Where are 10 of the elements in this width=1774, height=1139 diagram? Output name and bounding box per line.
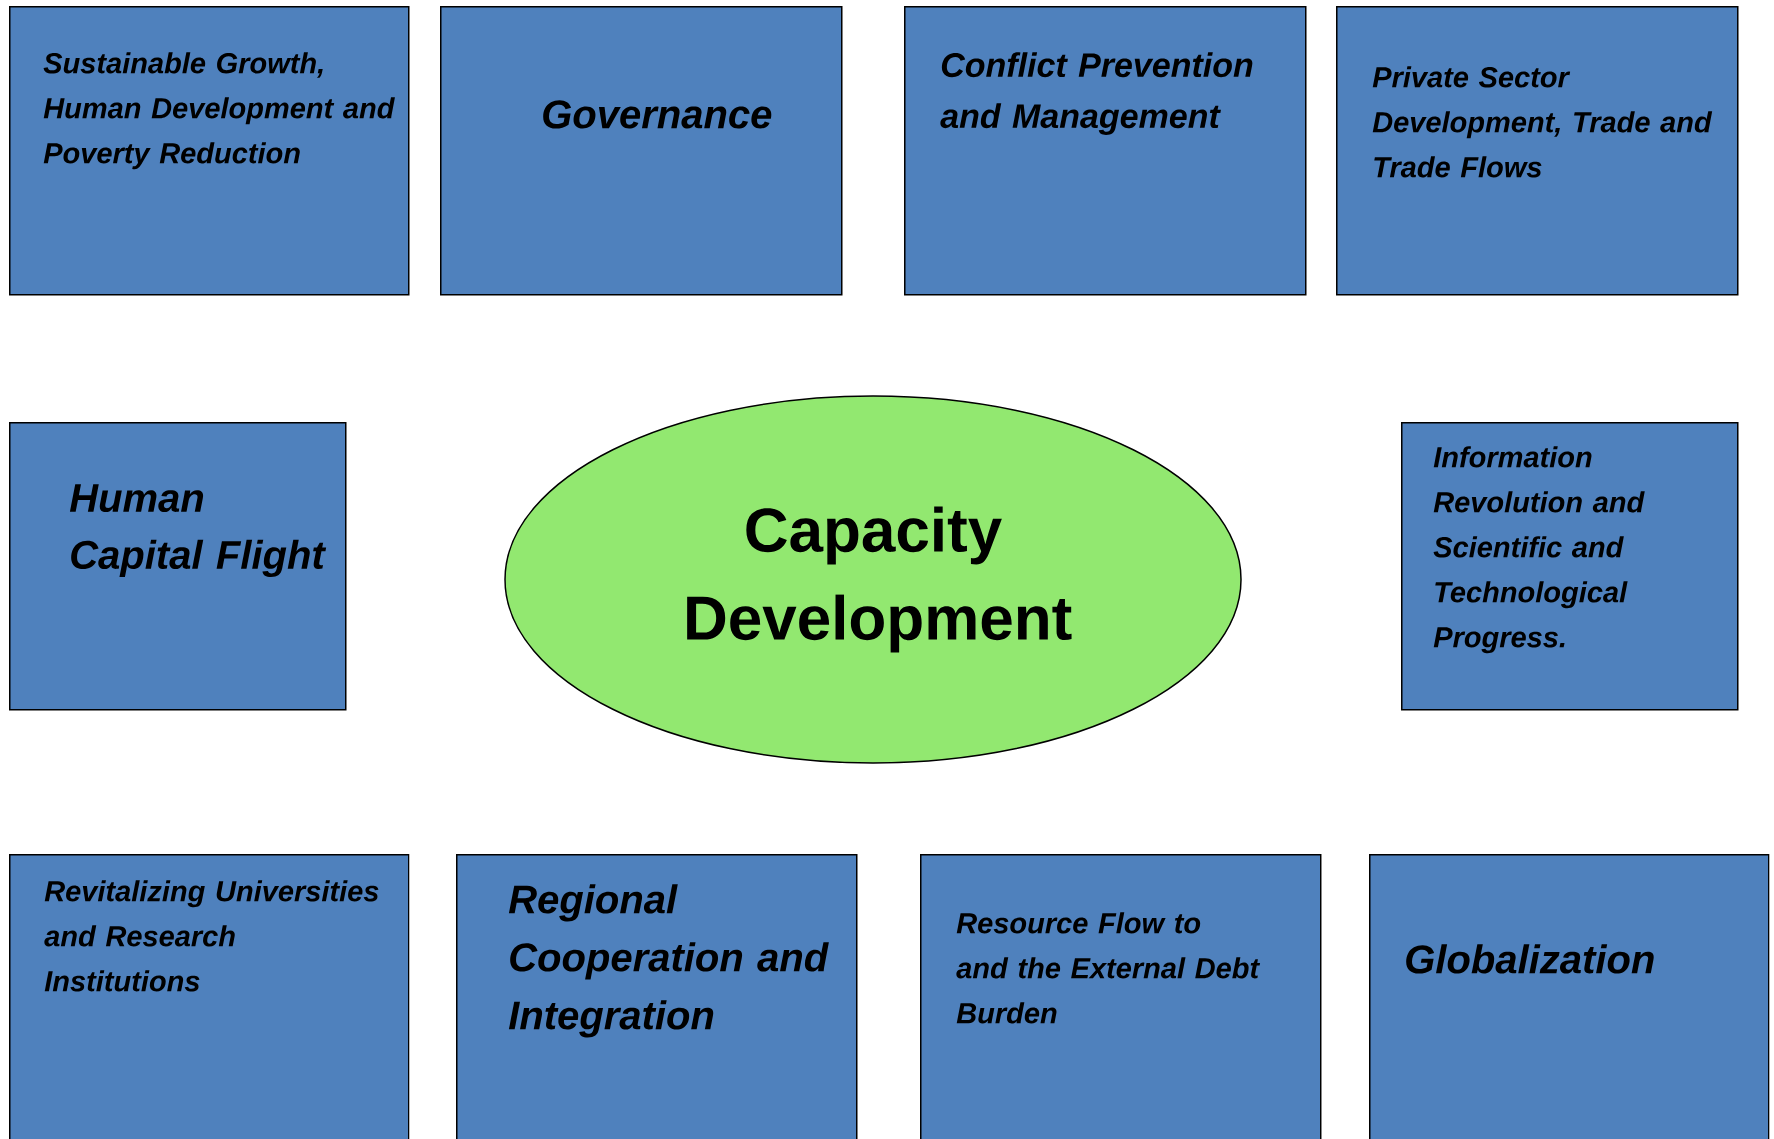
- topic-box: Sustainable Growth, Human Development and Poverty Reduction: [9, 6, 410, 296]
- topic-box: Regional Cooperation and Integration: [456, 854, 858, 1139]
- topic-box: Revitalizing Universities and Research Institutions: [9, 854, 410, 1139]
- topic-box: Human Capital Flight: [9, 422, 347, 711]
- topic-box: Conflict Prevention and Management: [904, 6, 1307, 296]
- topic-box: Private Sector Development, Trade and Trade Flows: [1336, 6, 1739, 296]
- topic-box: Governance: [440, 6, 843, 296]
- topic-box: Information Revolution and Scientific and Technological Progress.: [1401, 422, 1739, 711]
- topic-box: Resource Flow to and the External Debt Burden: [920, 854, 1322, 1139]
- topic-box: Globalization: [1369, 854, 1770, 1139]
